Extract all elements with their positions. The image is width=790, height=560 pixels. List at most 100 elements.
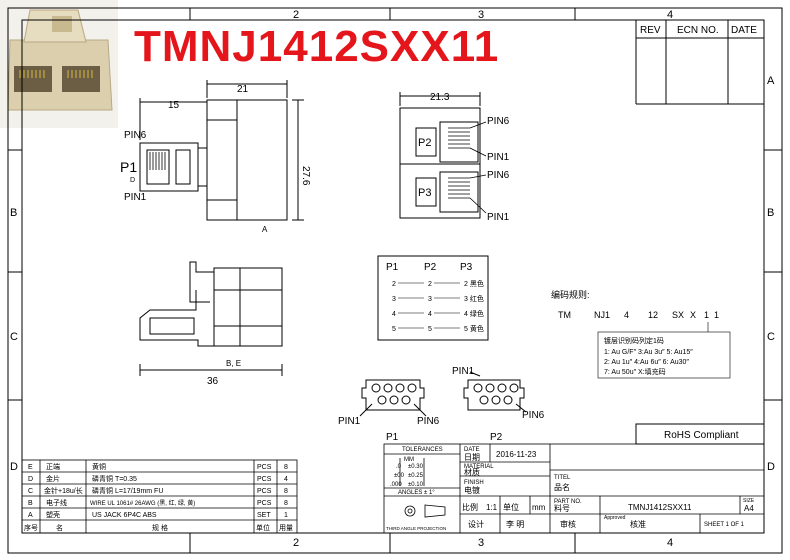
date-label: DATE (464, 447, 480, 453)
pin-diagram-p1 (359, 379, 427, 417)
row-label: C (767, 331, 775, 343)
wiring-row-b: 3 (428, 296, 432, 303)
bom-name: 正端 (46, 462, 60, 471)
date-value: 2016-11-23 (496, 450, 537, 459)
bom-name: 塑壳 (46, 510, 60, 519)
tol-mm: MM (404, 457, 414, 463)
bom-name: 电子线 (46, 498, 67, 507)
coding-line: 1: Au G/F″ 3:Au 3u″ 5: Au15″ (604, 349, 693, 356)
col-label: 3 (478, 537, 484, 549)
wiring-row-c: 5 黄色 (464, 324, 484, 333)
dim-21: 21 (237, 84, 249, 95)
bom-id: A (28, 512, 33, 519)
front-view (139, 80, 304, 221)
bom-material: 磷青铜 T=0.35 (92, 474, 137, 483)
dim-36: 36 (207, 376, 219, 387)
bom-unit: SET (257, 512, 271, 519)
bom-material: US JACK 6P4C ABS (92, 512, 157, 519)
material-cn: 材质 (464, 467, 480, 477)
side-pin6-bottom: PIN6 (487, 170, 510, 181)
col-label: 4 (667, 537, 673, 549)
bom-unit: PCS (257, 464, 272, 471)
bom-unit: PCS (257, 476, 272, 483)
unit-label: 单位 (503, 502, 519, 512)
bom-unit: PCS (257, 488, 272, 495)
dim-27-6: 27.6 (300, 166, 311, 186)
bom-header-id: 序号 (24, 523, 38, 532)
rohs-label: RoHS Compliant (664, 430, 739, 441)
code-part: SX (672, 310, 684, 320)
unit-value: mm (532, 503, 546, 512)
titel-cn: 品名 (554, 482, 570, 492)
col-label: 4 (667, 9, 673, 21)
code-part: NJ1 (594, 310, 610, 320)
designed-cn: 设计 (468, 519, 484, 529)
tol-row: ±0.10 (408, 482, 424, 488)
code-part: 4 (624, 310, 629, 320)
side-pin1-bottom: PIN1 (487, 212, 510, 223)
p1-pin6: PIN6 (417, 416, 440, 427)
bom-qty: 8 (284, 500, 288, 507)
dim-21-3: 21.3 (430, 92, 450, 103)
bom-name: 金片 (46, 474, 60, 483)
wiring-row-c: 2 黑色 (464, 279, 484, 288)
bom-rows: E 正端 黄铜 PCS 8 D 金片 磷青铜 T=0.35 PCS 4 C 金针… (24, 462, 293, 532)
wiring-row-b: 4 (428, 311, 432, 318)
tol-prefix: .000 (390, 482, 402, 488)
titel-label: TITEL (554, 475, 571, 481)
bom-header-material: 规 格 (152, 523, 168, 532)
row-label: D (767, 461, 775, 473)
tol-row: ±0.30 (408, 464, 424, 470)
wiring-row-b: 2 (428, 281, 432, 288)
bom-name: 金针+18u/长 (44, 486, 83, 495)
tol-row: ±0.25 (408, 473, 424, 479)
wiring-row-a: 3 (392, 296, 396, 303)
bom-header-name: 名 (56, 523, 63, 532)
wiring-header-p3: P3 (460, 262, 473, 273)
bom-material: 黄铜 (92, 462, 106, 471)
side-pin6-top: PIN6 (487, 116, 510, 127)
code-part: TM (558, 310, 571, 320)
front-view-pins (149, 152, 166, 170)
bom-unit: PCS (257, 500, 272, 507)
bom-id: E (28, 464, 33, 471)
bom-qty: 8 (284, 488, 288, 495)
wiring-box (377, 255, 489, 341)
row-label: B (767, 207, 774, 219)
scale-value: 1:1 (486, 503, 498, 512)
date-cn: 日期 (464, 453, 480, 462)
row-label: B (10, 207, 17, 219)
partno-cn: 料号 (554, 503, 570, 513)
outer-frame (7, 7, 783, 554)
approved-cn: 核准 (630, 519, 646, 529)
side-view (399, 92, 481, 219)
code-part: X (690, 310, 696, 320)
bom-qty: 4 (284, 476, 288, 483)
tol-prefix: ±00 (394, 473, 405, 479)
row-label: D (10, 461, 18, 473)
wiring-row-c: 4 绿色 (464, 309, 484, 318)
bom-material: 磷青铜 L=17/19mm FU (92, 486, 163, 495)
p1-name: P1 (386, 432, 399, 443)
bom-id: B (28, 500, 33, 507)
drawing-title: TMNJ1412SXX11 (134, 22, 500, 71)
tol-prefix: .0 (396, 464, 402, 470)
partno-value: TMNJ1412SXX11 (628, 503, 692, 512)
p1-pin1: PIN1 (338, 416, 361, 427)
finish-label: FINISH (464, 480, 484, 486)
label-d: D (130, 177, 135, 184)
coding-line: 7: Au 50u″ X:填充码 (604, 367, 666, 376)
date-header: DATE (731, 25, 757, 36)
material-label: MATERIAL (464, 464, 494, 470)
wiring-header-p1: P1 (386, 262, 399, 273)
row-label: C (10, 331, 18, 343)
tol-projection: THIRD ANGLE PROJECTION (386, 526, 446, 531)
label-be: B, E (226, 359, 241, 368)
p2-pin1: PIN1 (452, 366, 475, 377)
label-pin6: PIN6 (124, 130, 147, 141)
bom-qty: 8 (284, 464, 288, 471)
bom-table (21, 459, 298, 534)
col-label: 2 (293, 537, 299, 549)
inner-frame (21, 19, 765, 534)
size-label: SIZE (743, 498, 755, 504)
